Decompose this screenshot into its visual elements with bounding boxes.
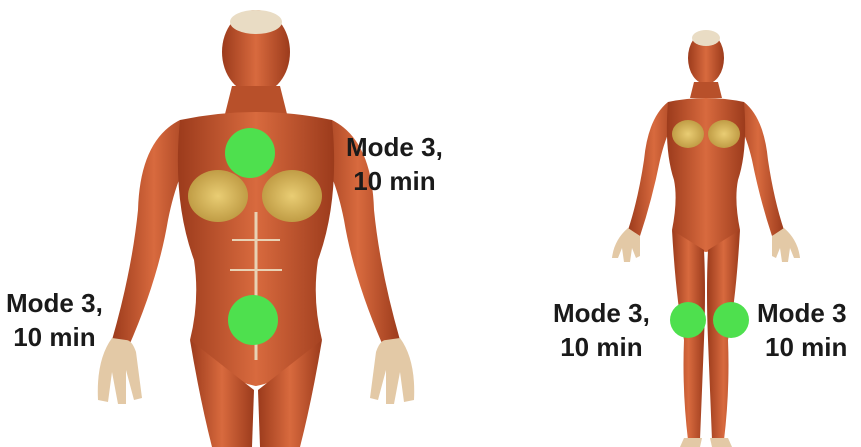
- knee-left-label-line1: Mode 3,: [553, 296, 650, 330]
- neck: [690, 82, 722, 98]
- knee-left-label-line2: 10 min: [553, 330, 650, 364]
- left-foot: [710, 438, 732, 447]
- knee-right-label-line1: Mode 3: [757, 296, 847, 330]
- left-breast: [262, 170, 322, 222]
- knee-left-label: Mode 3, 10 min: [553, 296, 650, 364]
- knee-right-label-line2: 10 min: [757, 330, 847, 364]
- large-muscle-figure: [98, 10, 414, 447]
- hand-label-line2: 10 min: [6, 320, 103, 354]
- right-breast: [672, 120, 704, 148]
- left-knee-marker: [713, 302, 749, 338]
- torso: [667, 98, 745, 252]
- knee-right-label: Mode 3 10 min: [757, 296, 847, 364]
- chest-label-line2: 10 min: [346, 164, 443, 198]
- scalp: [230, 10, 282, 34]
- chest-label-line1: Mode 3,: [346, 130, 443, 164]
- abdomen-marker: [228, 295, 278, 345]
- right-hand: [98, 338, 142, 404]
- hand-label-line1: Mode 3,: [6, 286, 103, 320]
- chest-marker: [225, 128, 275, 178]
- right-breast: [188, 170, 248, 222]
- right-knee-marker: [670, 302, 706, 338]
- right-foot: [680, 438, 702, 447]
- hand-label: Mode 3, 10 min: [6, 286, 103, 354]
- left-hand: [370, 338, 414, 404]
- left-breast: [708, 120, 740, 148]
- chest-label: Mode 3, 10 min: [346, 130, 443, 198]
- scalp: [692, 30, 720, 46]
- small-muscle-figure: [612, 30, 800, 447]
